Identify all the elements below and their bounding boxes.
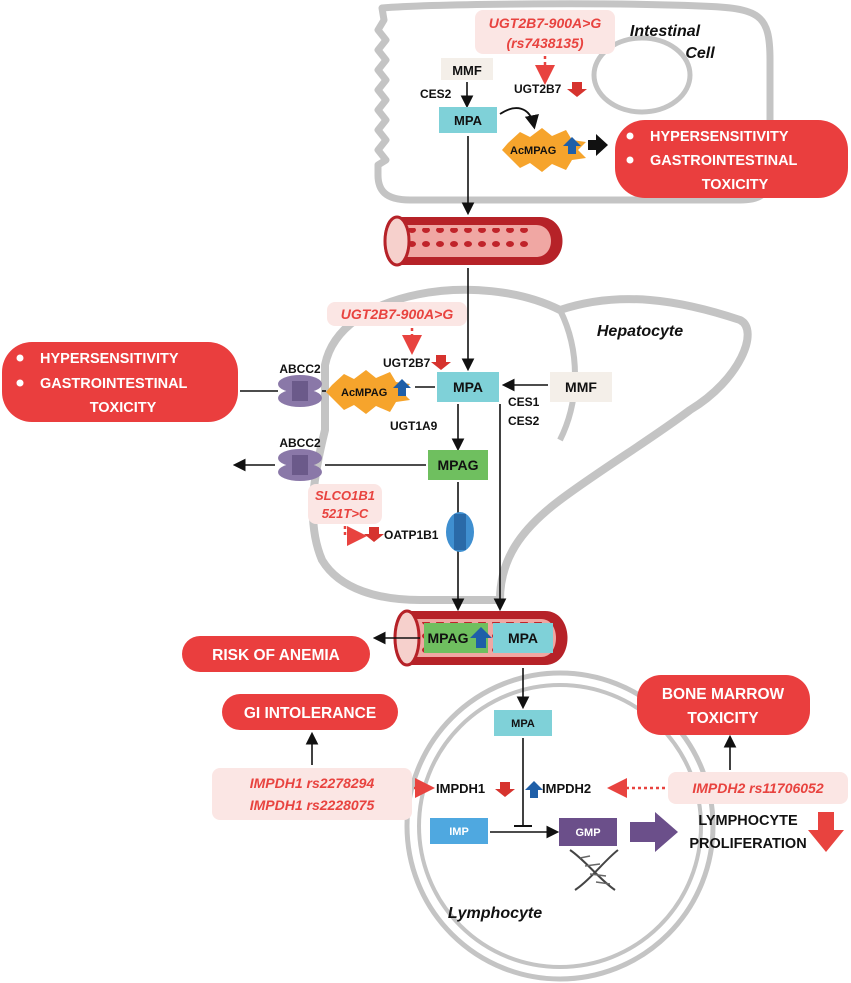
hepatocyte-outcome-text3: TOXICITY (90, 400, 157, 416)
hepatocyte-variant-box (327, 302, 467, 326)
impdh1-variant-line1: IMPDH1 rs2278294 (250, 775, 375, 791)
liver-outline (308, 285, 752, 604)
impdh2-label: IMPDH2 (542, 781, 591, 796)
intestinal-variant-line2: (rs7438135) (506, 35, 583, 51)
hepatocyte-acmpag-label: AcMPAG (341, 387, 387, 399)
blood-mpag-up-arrow (470, 627, 492, 648)
imp-label: IMP (449, 826, 469, 838)
anemia-box (182, 636, 370, 672)
hepatocyte-mpag-label: MPAG (438, 457, 479, 473)
intestinal-outcome-text1: HYPERSENSITIVITY (650, 129, 789, 145)
hepatocyte-outcome-text1: HYPERSENSITIVITY (40, 351, 179, 367)
intestinal-ugt2b7-down-arrow (567, 82, 587, 97)
gmp-to-proliferation-arrow (630, 812, 678, 852)
blood-mpa-label: MPA (508, 630, 538, 646)
bone-marrow-box (637, 675, 810, 735)
intestinal-ces2-label: CES2 (420, 87, 452, 101)
intestinal-acmpag-up-arrow (563, 137, 581, 154)
impdh1-variant-line2: IMPDH1 rs2228075 (250, 797, 375, 813)
intestinal-mmf-label: MMF (452, 63, 482, 78)
gmp-label: GMP (575, 827, 600, 839)
bone-marrow-line1: BONE MARROW (662, 686, 785, 703)
slco1b1-variant-line1: SLCO1B1 (315, 488, 375, 503)
hepatocyte-ugt1a9-label: UGT1A9 (390, 419, 438, 433)
intestinal-outcome-text3: TOXICITY (702, 177, 769, 193)
intestinal-variant-box (475, 10, 615, 54)
oatp1b1-label: OATP1B1 (384, 528, 439, 542)
hepatocyte-mpa-label: MPA (453, 379, 483, 395)
hepatocyte-mmf-box (550, 372, 612, 402)
slco1b1-variant-line2: 521T>C (322, 506, 369, 521)
slco1b1-variant-box (308, 484, 382, 524)
dna-helix-icon (569, 849, 619, 891)
impdh1-label: IMPDH1 (436, 781, 485, 796)
anemia-label: RISK OF ANEMIA (212, 647, 340, 664)
imp-box (430, 818, 488, 844)
impdh2-up-arrow (525, 781, 543, 798)
lymphocyte-label: Lymphocyte (448, 905, 542, 922)
abcc2-bottom-transporter (278, 449, 322, 481)
intestinal-mmf-box (441, 58, 493, 80)
oatp1b1-transporter (446, 512, 474, 552)
intestinal-to-outcome-arrow (588, 134, 608, 156)
intestinal-outcome-bullet2 (626, 156, 634, 164)
intestinal-acmpag-label: AcMPAG (510, 145, 556, 157)
intestinal-mpa-label: MPA (454, 113, 483, 128)
blood-vessel-top (383, 215, 563, 267)
gmp-box (559, 818, 617, 846)
blood-mpa-box (493, 623, 553, 653)
gi-intolerance-box (222, 694, 398, 730)
impdh2-variant-box (668, 772, 848, 804)
hepatocyte-mpa-box (437, 372, 499, 402)
hepatocyte-outcome-bullet2 (16, 379, 24, 387)
hepatocyte-acmpag-burst (326, 370, 410, 414)
hepatocyte-ces2-label: CES2 (508, 414, 540, 428)
intestinal-mpa-box (439, 107, 497, 133)
hepatocyte-outcome-text2: GASTROINTESTINAL (40, 376, 188, 392)
intestinal-mpa-to-acmpag (499, 107, 539, 130)
abcc2-top-transporter (278, 375, 322, 407)
intestinal-nucleus (591, 35, 693, 115)
impdh2-variant-label: IMPDH2 rs11706052 (692, 780, 823, 796)
hepatocyte-mmf-label: MMF (565, 379, 597, 395)
hepatocyte-variant-label: UGT2B7-900A>G (341, 306, 454, 322)
bone-marrow-line2: TOXICITY (687, 710, 759, 727)
lymphocyte-inner (417, 683, 703, 969)
hepatocyte-acmpag-up-arrow (393, 379, 411, 396)
impdh1-down-arrow (495, 782, 515, 797)
gi-intolerance-label: GI INTOLERANCE (244, 705, 376, 722)
intestinal-variant-line1: UGT2B7-900A>G (489, 15, 602, 31)
intestinal-outcome-text2: GASTROINTESTINAL (650, 153, 798, 169)
intestinal-cell-label1: Intestinal (630, 23, 701, 40)
intestinal-cell-label2: Cell (685, 45, 715, 62)
abcc2-top-label: ABCC2 (279, 362, 321, 376)
hepatocyte-mpag-box (428, 450, 488, 480)
hepatocyte-ugt2b7-label: UGT2B7 (383, 356, 431, 370)
hepatocyte-outcome-box (2, 342, 238, 422)
lymphocyte-outer (404, 670, 716, 982)
proliferation-line1: LYMPHOCYTE (698, 813, 798, 829)
hepatocyte-ces1-label: CES1 (508, 395, 540, 409)
hepatocyte-label: Hepatocyte (597, 323, 683, 340)
intestinal-acmpag-burst (502, 128, 586, 172)
oatp1b1-down-arrow (364, 527, 384, 542)
hepatocyte-ugt2b7-down-arrow (431, 355, 451, 370)
lymphocyte-mpa-label: MPA (511, 718, 535, 730)
slco1b1-arrow (343, 526, 367, 546)
lymphocyte-mpa-box (494, 710, 552, 736)
proliferation-line2: PROLIFERATION (689, 836, 806, 852)
impdh1-variant-box (212, 768, 412, 820)
abcc2-bottom-label: ABCC2 (279, 436, 321, 450)
proliferation-down-arrow (808, 812, 844, 852)
intestinal-outcome-bullet1 (626, 132, 634, 140)
intestinal-ugt2b7-label: UGT2B7 (514, 82, 562, 96)
intestinal-outcome-box (615, 120, 848, 198)
hepatocyte-outcome-bullet1 (16, 354, 24, 362)
blood-mpag-label: MPAG (428, 630, 469, 646)
